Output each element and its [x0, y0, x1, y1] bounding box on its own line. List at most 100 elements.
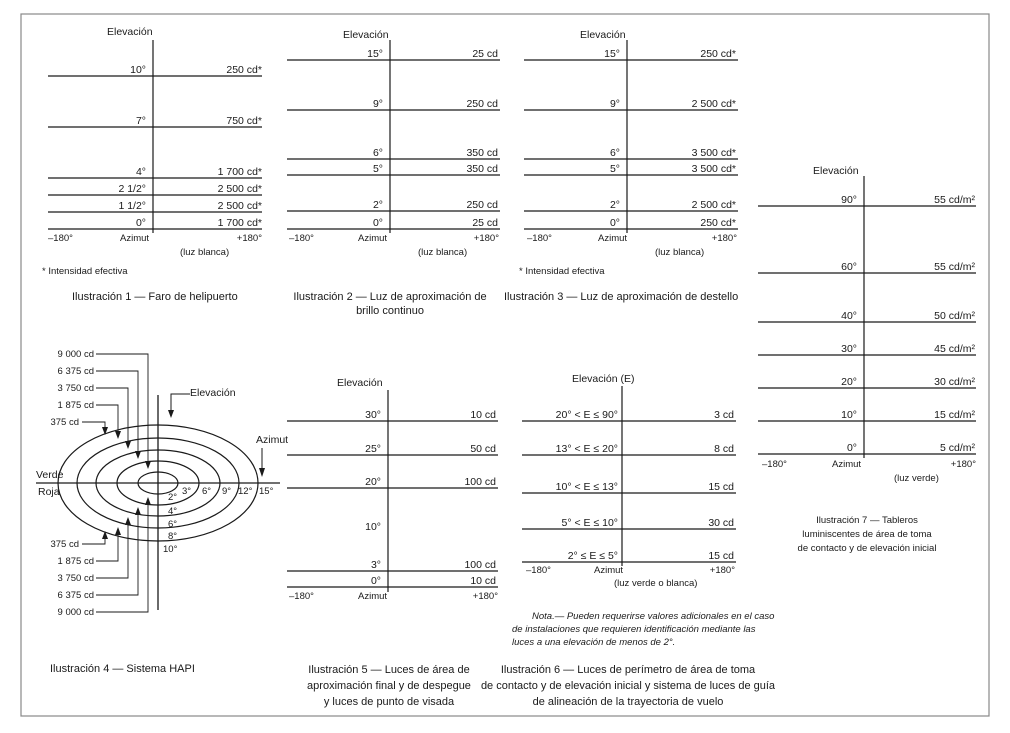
fig3-footnote: * Intensidad efectiva	[519, 266, 605, 277]
fig5-value: 100 cd	[464, 476, 496, 488]
fig1-caption: Ilustración 1 — Faro de helipuerto	[72, 291, 238, 303]
fig4-ellipse-3	[95, 449, 221, 517]
fig6-caption-line3: de alineación de la trayectoria de vuelo	[533, 696, 724, 708]
fig4-bottom-leader	[96, 521, 129, 579]
fig4-ellipse-5	[57, 424, 259, 542]
fig4-v-angle: 6°	[168, 519, 177, 530]
fig4-bottom-arrowhead	[102, 531, 108, 539]
fig5-caption-line2: aproximación final y de despegue	[307, 680, 471, 692]
fig2-light-color: (luz blanca)	[418, 247, 467, 258]
fig6-value: 15 cd	[708, 550, 734, 562]
fig6-value: 3 cd	[714, 409, 734, 421]
fig7-elevation-label: Elevación	[813, 165, 859, 177]
fig5-caption-line1: Ilustración 5 — Luces de área de	[308, 664, 469, 676]
fig4-bottom-arrowhead	[125, 517, 131, 525]
fig7-caption-line3: de contacto y de elevación inicial	[798, 543, 937, 554]
fig4-top-leader	[96, 404, 119, 435]
fig3-angle: 2°	[610, 199, 620, 211]
fig3-value: 250 cd*	[700, 217, 736, 229]
fig7-angle: 30°	[841, 343, 857, 355]
fig2-az-max: +180°	[474, 233, 499, 244]
fig4-top-label: 1 875 cd	[58, 400, 94, 411]
fig4-elevation-leader	[170, 393, 190, 412]
fig4-top-label: 6 375 cd	[58, 366, 94, 377]
fig4-bottom-leader	[96, 531, 119, 562]
fig2-caption-line2: brillo continuo	[356, 305, 424, 317]
fig6-value: 8 cd	[714, 443, 734, 455]
fig2-angle: 5°	[373, 163, 383, 175]
fig4-elevation-arrowhead	[168, 410, 174, 418]
fig4-top-arrowhead	[125, 441, 131, 449]
fig4-red-label: Roja	[38, 486, 60, 498]
fig7-angle: 10°	[841, 409, 857, 421]
figure-4: Elevación Azimut Verde Roja 9 000 cd 6 3…	[36, 349, 288, 675]
fig1-value: 2 500 cd*	[218, 183, 262, 195]
fig4-top-label: 375 cd	[50, 417, 79, 428]
fig6-range: 20° < E ≤ 90°	[556, 409, 618, 421]
fig7-light-color: (luz verde)	[894, 473, 939, 484]
fig4-v-angle: 10°	[163, 544, 178, 555]
fig7-angle: 90°	[841, 194, 857, 206]
fig6-caption-line1: Ilustración 6 — Luces de perímetro de ár…	[501, 664, 756, 676]
fig3-angle: 15°	[604, 48, 620, 60]
fig1-angle: 10°	[130, 64, 146, 76]
fig1-light-color: (luz blanca)	[180, 247, 229, 258]
fig7-az-min: –180°	[762, 459, 787, 470]
fig4-v-angle: 2°	[168, 492, 177, 503]
fig5-angle: 10°	[365, 521, 381, 533]
fig6-az-min: –180°	[526, 565, 551, 576]
fig4-bottom-label: 375 cd	[50, 539, 79, 550]
figure-5: Elevación 30° 10 cd 25° 50 cd 20° 100 cd…	[287, 377, 498, 708]
fig4-azimut-label: Azimut	[256, 434, 288, 446]
fig1-angle: 0°	[136, 217, 146, 229]
fig5-elevation-label: Elevación	[337, 377, 383, 389]
fig4-ellipse-1	[137, 471, 179, 495]
fig7-az-max: +180°	[951, 459, 976, 470]
fig4-top-label: 9 000 cd	[58, 349, 94, 360]
fig5-azimut-label: Azimut	[358, 591, 387, 602]
fig1-value: 1 700 cd*	[218, 217, 262, 229]
fig4-green-label: Verde	[36, 469, 64, 481]
fig2-az-min: –180°	[289, 233, 314, 244]
fig3-value: 250 cd*	[700, 48, 736, 60]
fig1-value: 750 cd*	[226, 115, 262, 127]
fig3-value: 2 500 cd*	[692, 98, 736, 110]
fig6-note-line2: de instalaciones que requieren identific…	[512, 624, 756, 635]
fig4-bottom-label: 3 750 cd	[58, 573, 94, 584]
fig6-az-max: +180°	[710, 565, 735, 576]
fig3-value: 3 500 cd*	[692, 163, 736, 175]
fig4-h-angle: 15°	[259, 486, 274, 497]
fig4-bottom-label: 6 375 cd	[58, 590, 94, 601]
fig7-angle: 40°	[841, 310, 857, 322]
fig4-v-angle: 8°	[168, 531, 177, 542]
fig3-azimut-label: Azimut	[598, 233, 627, 244]
fig4-h-angle: 6°	[202, 486, 211, 497]
fig1-angle: 4°	[136, 166, 146, 178]
fig4-top-leader	[96, 353, 149, 465]
fig4-top-arrowhead	[135, 451, 141, 459]
figure-2: Elevación 15° 25 cd 9° 250 cd 6° 350 cd …	[287, 29, 500, 317]
figure-3: Elevación 15° 250 cd* 9° 2 500 cd* 6° 3 …	[504, 29, 738, 303]
fig5-caption-line3: y luces de punto de visada	[324, 696, 455, 708]
fig1-angle: 1 1/2°	[118, 200, 146, 212]
fig2-value: 350 cd	[466, 147, 498, 159]
fig4-h-angle: 3°	[182, 486, 191, 497]
fig2-angle: 9°	[373, 98, 383, 110]
fig5-value: 50 cd	[470, 443, 496, 455]
fig6-note-line1: Nota.— Pueden requerirse valores adicion…	[532, 611, 774, 622]
fig4-top-leader	[82, 421, 106, 430]
fig2-angle: 0°	[373, 217, 383, 229]
fig4-bottom-leader	[96, 501, 149, 613]
fig3-az-min: –180°	[527, 233, 552, 244]
fig5-angle: 20°	[365, 476, 381, 488]
fig4-elevation-label: Elevación	[190, 387, 236, 399]
fig2-value: 350 cd	[466, 163, 498, 175]
fig1-angle: 2 1/2°	[118, 183, 146, 195]
fig4-ellipse-4	[76, 437, 240, 529]
fig6-range: 13° < E ≤ 20°	[556, 443, 618, 455]
figure-6: Elevación (E) 20° < E ≤ 90° 3 cd 13° < E…	[481, 373, 776, 708]
fig3-angle: 9°	[610, 98, 620, 110]
fig4-v-angle: 4°	[168, 506, 177, 517]
figure-1: Elevación 10° 250 cd* 7° 750 cd* 4° 1 70…	[42, 26, 262, 303]
